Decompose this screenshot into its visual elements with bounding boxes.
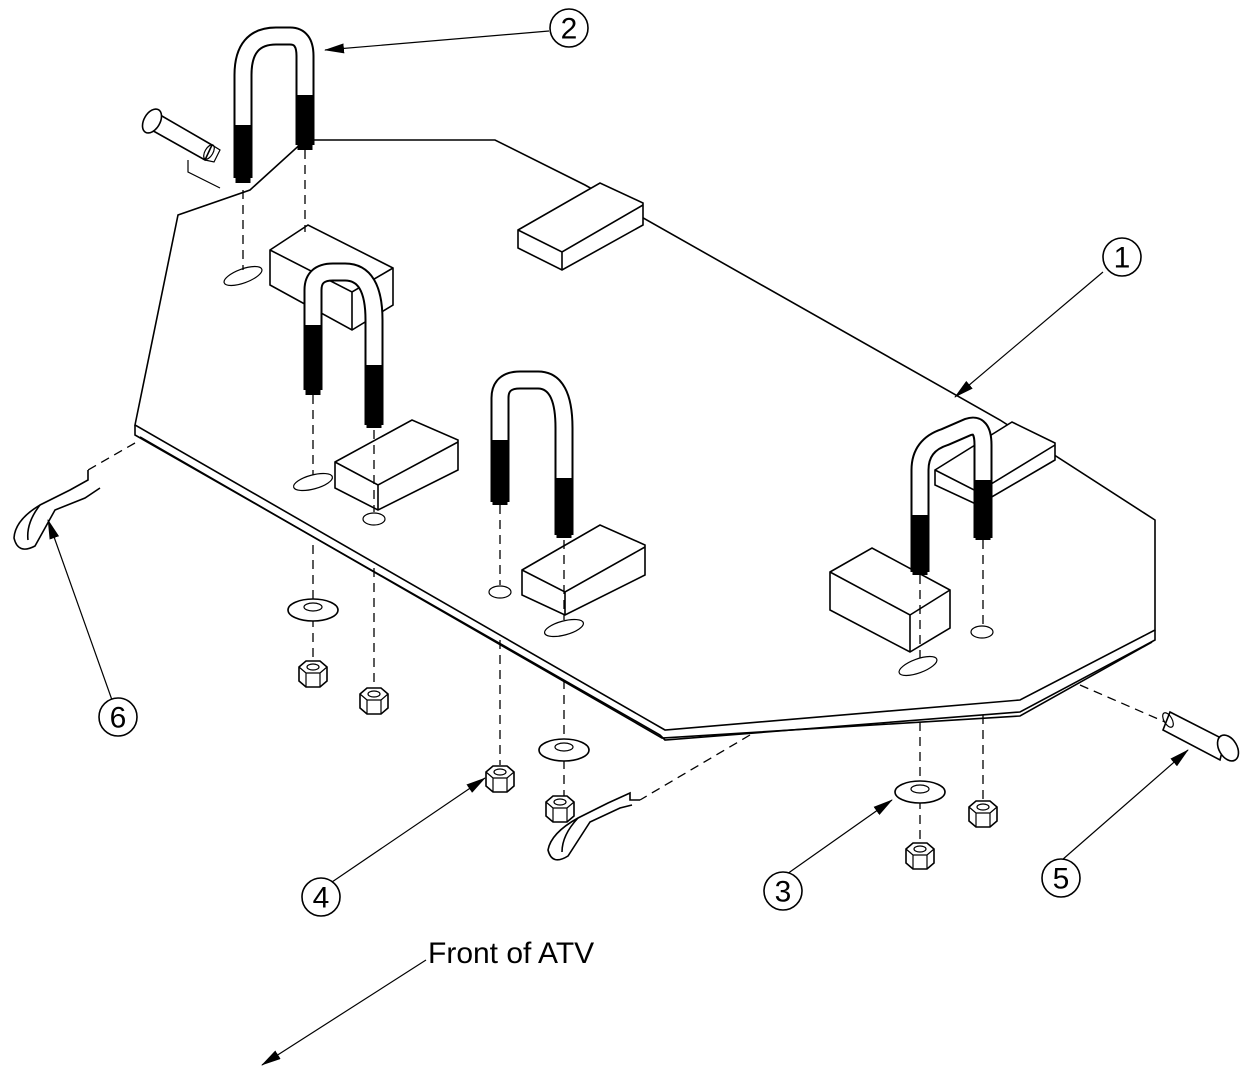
hair-pin-clip-left bbox=[13, 470, 101, 550]
u-bolt bbox=[490, 370, 574, 538]
callout-4-label: 4 bbox=[313, 882, 330, 915]
callout-6: 6 bbox=[98, 697, 138, 737]
callout-5: 5 bbox=[1041, 858, 1081, 898]
leader-2 bbox=[324, 30, 550, 54]
callout-2-label: 2 bbox=[561, 13, 578, 46]
callout-5-label: 5 bbox=[1053, 863, 1070, 896]
hex-nut bbox=[545, 795, 575, 823]
round-hole bbox=[488, 585, 512, 599]
slot-hole bbox=[292, 472, 334, 492]
u-bolt bbox=[910, 416, 993, 575]
leader-6 bbox=[47, 519, 113, 701]
u-bolt bbox=[233, 26, 315, 183]
leader-4 bbox=[331, 777, 486, 883]
leader-1 bbox=[954, 271, 1104, 398]
pad-left-lower bbox=[334, 419, 459, 511]
assembly-lines bbox=[87, 150, 1166, 845]
slot-hole bbox=[543, 618, 585, 638]
hair-pin-clip-center bbox=[547, 791, 640, 861]
pad-right-upper bbox=[934, 421, 1056, 506]
hex-nuts bbox=[298, 660, 998, 870]
hex-nut bbox=[968, 800, 998, 828]
u-bolt bbox=[303, 262, 384, 428]
plate-edge bbox=[134, 425, 1156, 741]
washer bbox=[538, 738, 590, 762]
hex-nut bbox=[359, 687, 389, 715]
callout-1: 1 bbox=[1102, 237, 1142, 277]
round-hole bbox=[970, 625, 994, 639]
plate-holes bbox=[223, 265, 994, 677]
washers bbox=[287, 598, 946, 804]
pad-top-center bbox=[517, 182, 644, 271]
hex-nut bbox=[905, 842, 935, 870]
callout-2: 2 bbox=[549, 8, 589, 48]
leader-lines bbox=[47, 30, 1189, 1066]
slot-hole bbox=[898, 655, 938, 677]
front-direction-arrow bbox=[261, 959, 427, 1066]
washer bbox=[894, 780, 946, 804]
callout-4: 4 bbox=[301, 877, 341, 917]
slot-hole bbox=[223, 265, 263, 287]
pad-center bbox=[521, 524, 646, 616]
callout-3: 3 bbox=[763, 871, 803, 911]
leader-5 bbox=[1061, 749, 1189, 861]
front-of-atv-label: Front of ATV bbox=[428, 937, 594, 970]
plate-edge-inner bbox=[139, 436, 1153, 739]
washer bbox=[287, 598, 339, 622]
callout-6-label: 6 bbox=[110, 702, 127, 735]
leader-3 bbox=[786, 799, 893, 875]
clevis-pin-upper bbox=[141, 108, 221, 189]
hex-nut bbox=[485, 765, 515, 793]
callout-1-label: 1 bbox=[1114, 242, 1131, 275]
round-hole bbox=[362, 512, 386, 526]
callout-3-label: 3 bbox=[775, 876, 792, 909]
clevis-pin-right bbox=[1161, 710, 1240, 762]
hex-nut bbox=[298, 660, 328, 688]
